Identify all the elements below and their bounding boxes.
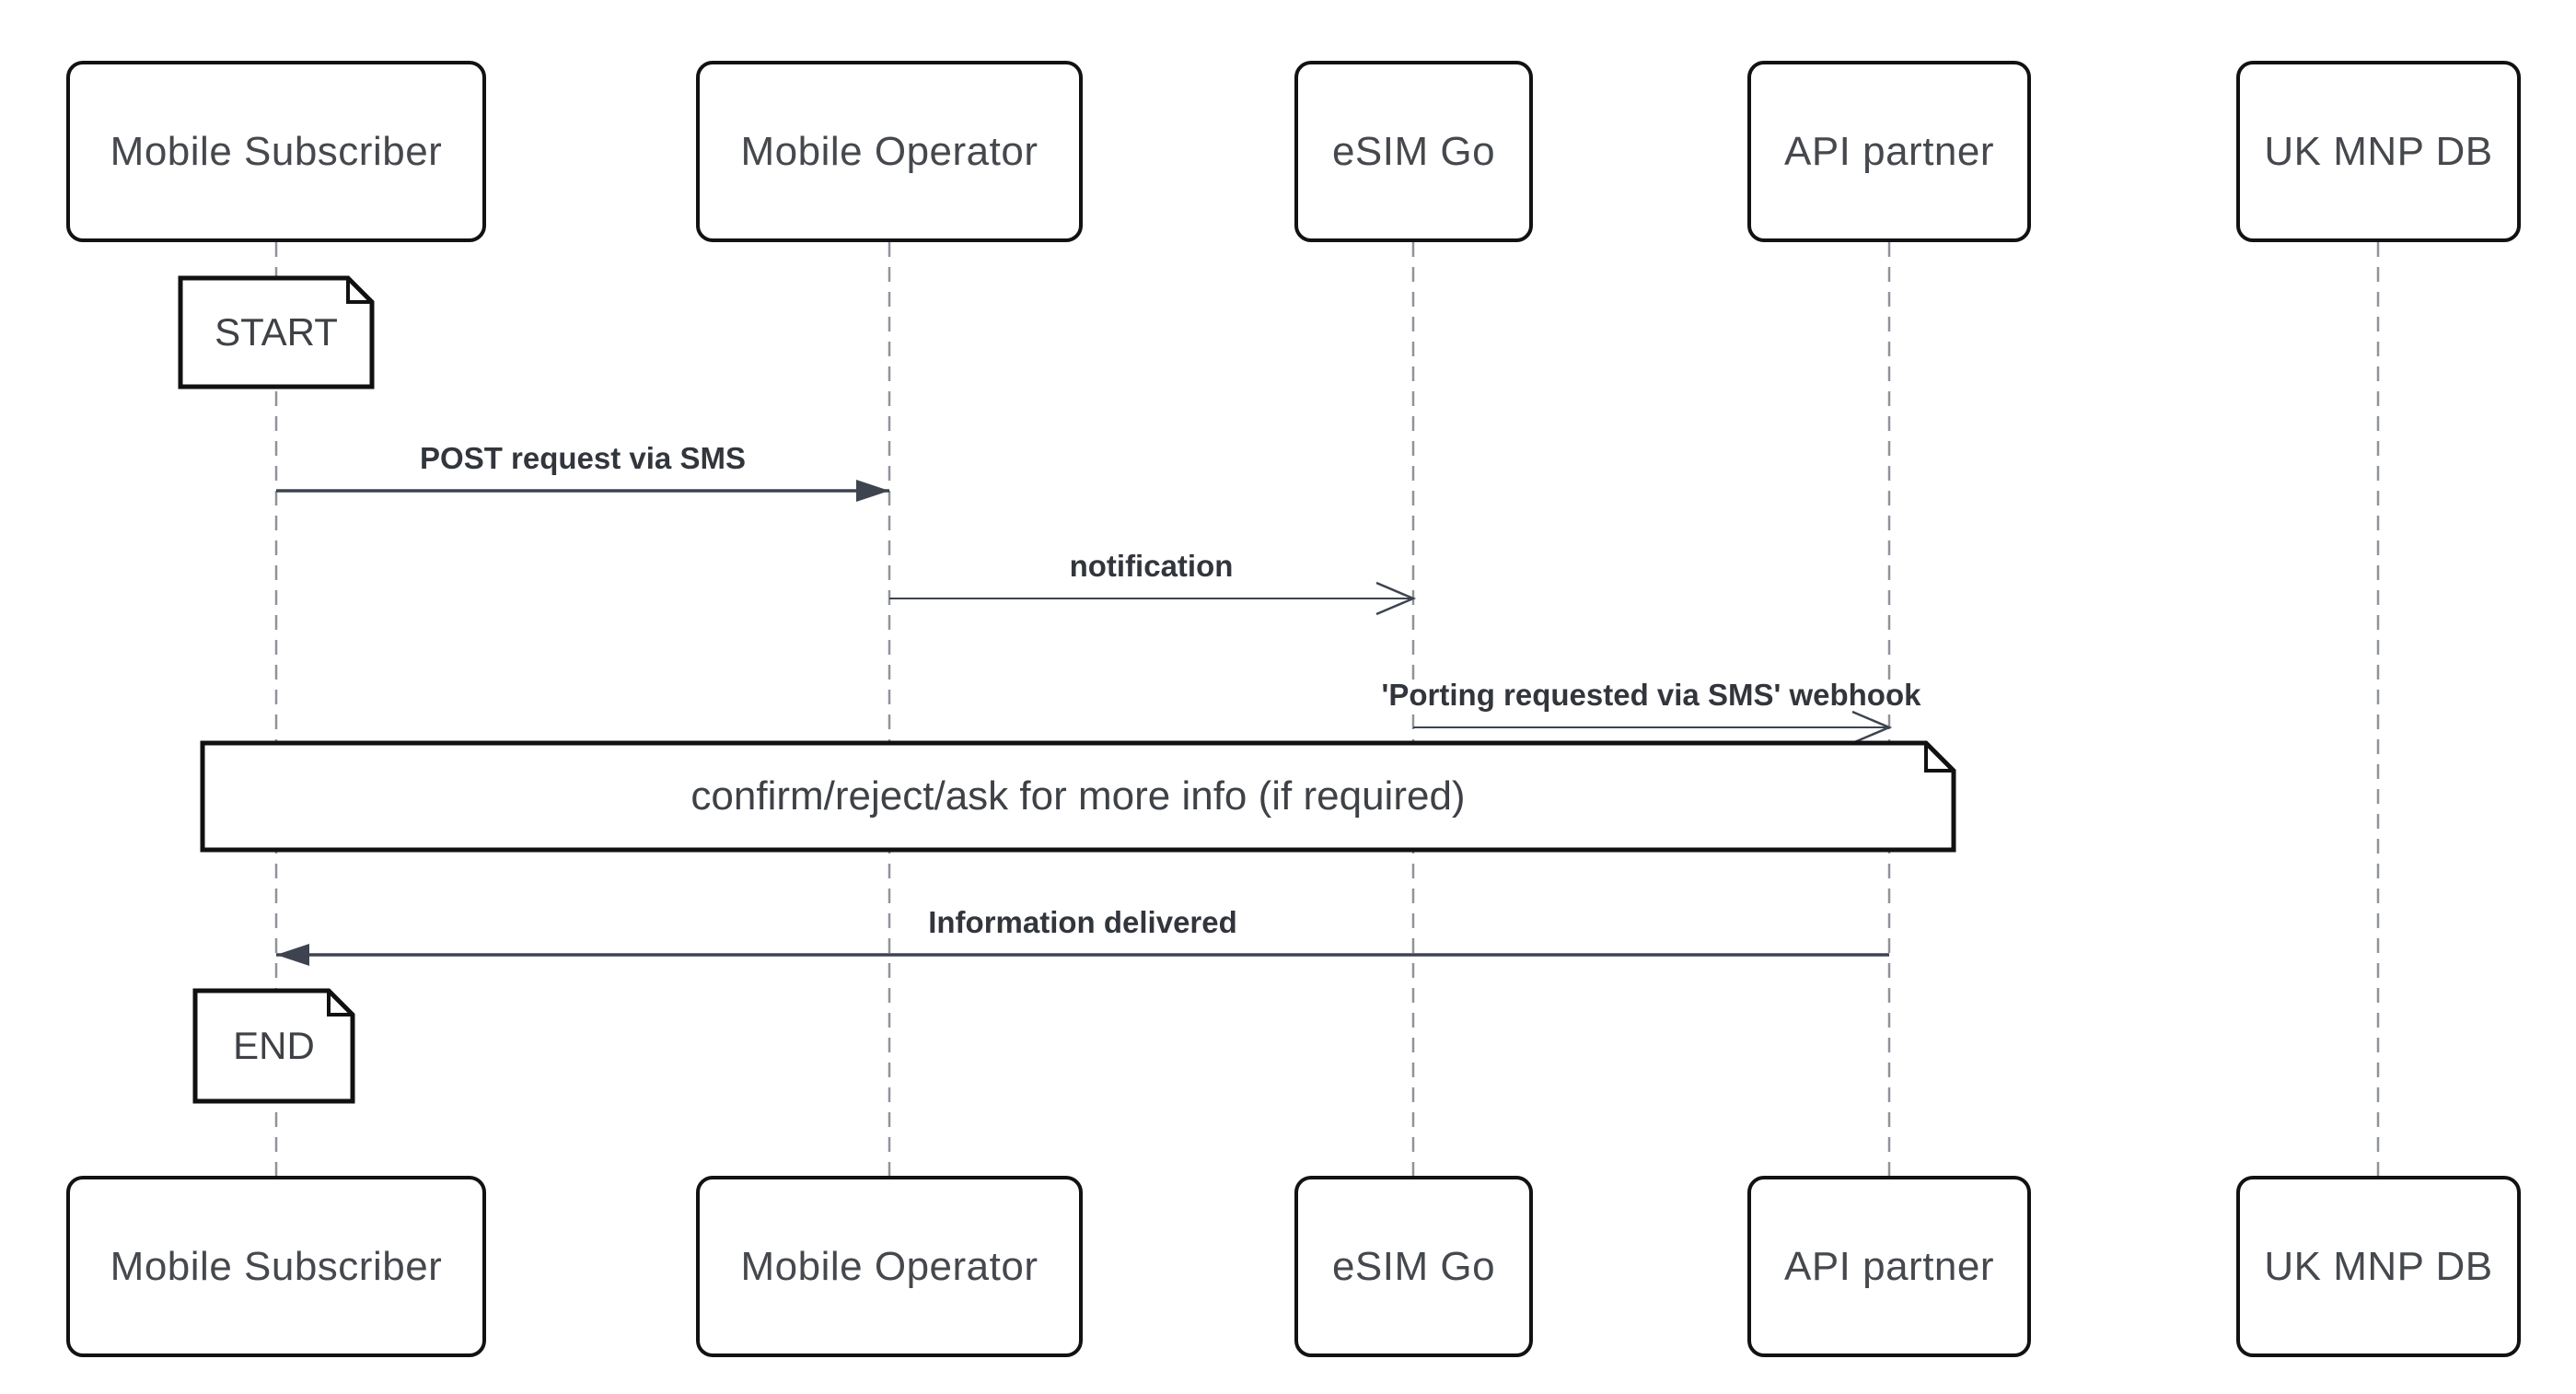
- action-note-label: confirm/reject/ask for more info (if req…: [690, 773, 1466, 819]
- participant-label-mobile-subscriber: Mobile Subscriber: [110, 1243, 443, 1289]
- participant-top-mobile-operator: Mobile Operator: [696, 61, 1083, 242]
- participant-label-uk-mnp-db: UK MNP DB: [2264, 128, 2493, 174]
- participant-label-uk-mnp-db: UK MNP DB: [2264, 1243, 2493, 1289]
- participant-label-esim-go: eSIM Go: [1331, 1243, 1496, 1289]
- action-note-shape: [200, 740, 1956, 853]
- message-label-post-request-via-sms: POST request via SMS: [420, 441, 746, 475]
- message-label-information-delivered: Information delivered: [928, 905, 1237, 939]
- participant-top-api-partner: API partner: [1747, 61, 2031, 242]
- participant-bottom-mobile-operator: Mobile Operator: [696, 1176, 1083, 1357]
- arrowhead-open-porting-requested-webhook: [1851, 710, 1893, 745]
- participant-label-mobile-subscriber: Mobile Subscriber: [110, 128, 443, 174]
- arrowhead-open-notification: [1375, 581, 1417, 616]
- action-note: confirm/reject/ask for more info (if req…: [197, 738, 1959, 855]
- participant-label-api-partner: API partner: [1783, 1243, 1995, 1289]
- participant-top-uk-mnp-db: UK MNP DB: [2236, 61, 2521, 242]
- end-note-label: END: [233, 1024, 315, 1067]
- participant-label-mobile-operator: Mobile Operator: [740, 1243, 1039, 1289]
- start-note: START: [175, 273, 377, 392]
- message-label-notification: notification: [1069, 549, 1234, 583]
- end-note: END: [190, 985, 358, 1107]
- end-note-shape: [192, 988, 355, 1104]
- participant-label-api-partner: API partner: [1783, 128, 1995, 174]
- participant-label-esim-go: eSIM Go: [1331, 128, 1496, 174]
- participant-top-esim-go: eSIM Go: [1294, 61, 1533, 242]
- participant-bottom-mobile-subscriber: Mobile Subscriber: [66, 1176, 486, 1357]
- participant-bottom-esim-go: eSIM Go: [1294, 1176, 1533, 1357]
- participant-label-mobile-operator: Mobile Operator: [740, 128, 1039, 174]
- arrowhead-filled-information-delivered: [276, 944, 309, 966]
- participant-bottom-api-partner: API partner: [1747, 1176, 2031, 1357]
- participant-top-mobile-subscriber: Mobile Subscriber: [66, 61, 486, 242]
- participant-bottom-uk-mnp-db: UK MNP DB: [2236, 1176, 2521, 1357]
- start-note-shape: [178, 275, 375, 389]
- message-label-porting-requested-webhook: 'Porting requested via SMS' webhook: [1381, 678, 1921, 712]
- arrowhead-filled-post-request-via-sms: [856, 480, 889, 502]
- start-note-label: START: [215, 310, 338, 354]
